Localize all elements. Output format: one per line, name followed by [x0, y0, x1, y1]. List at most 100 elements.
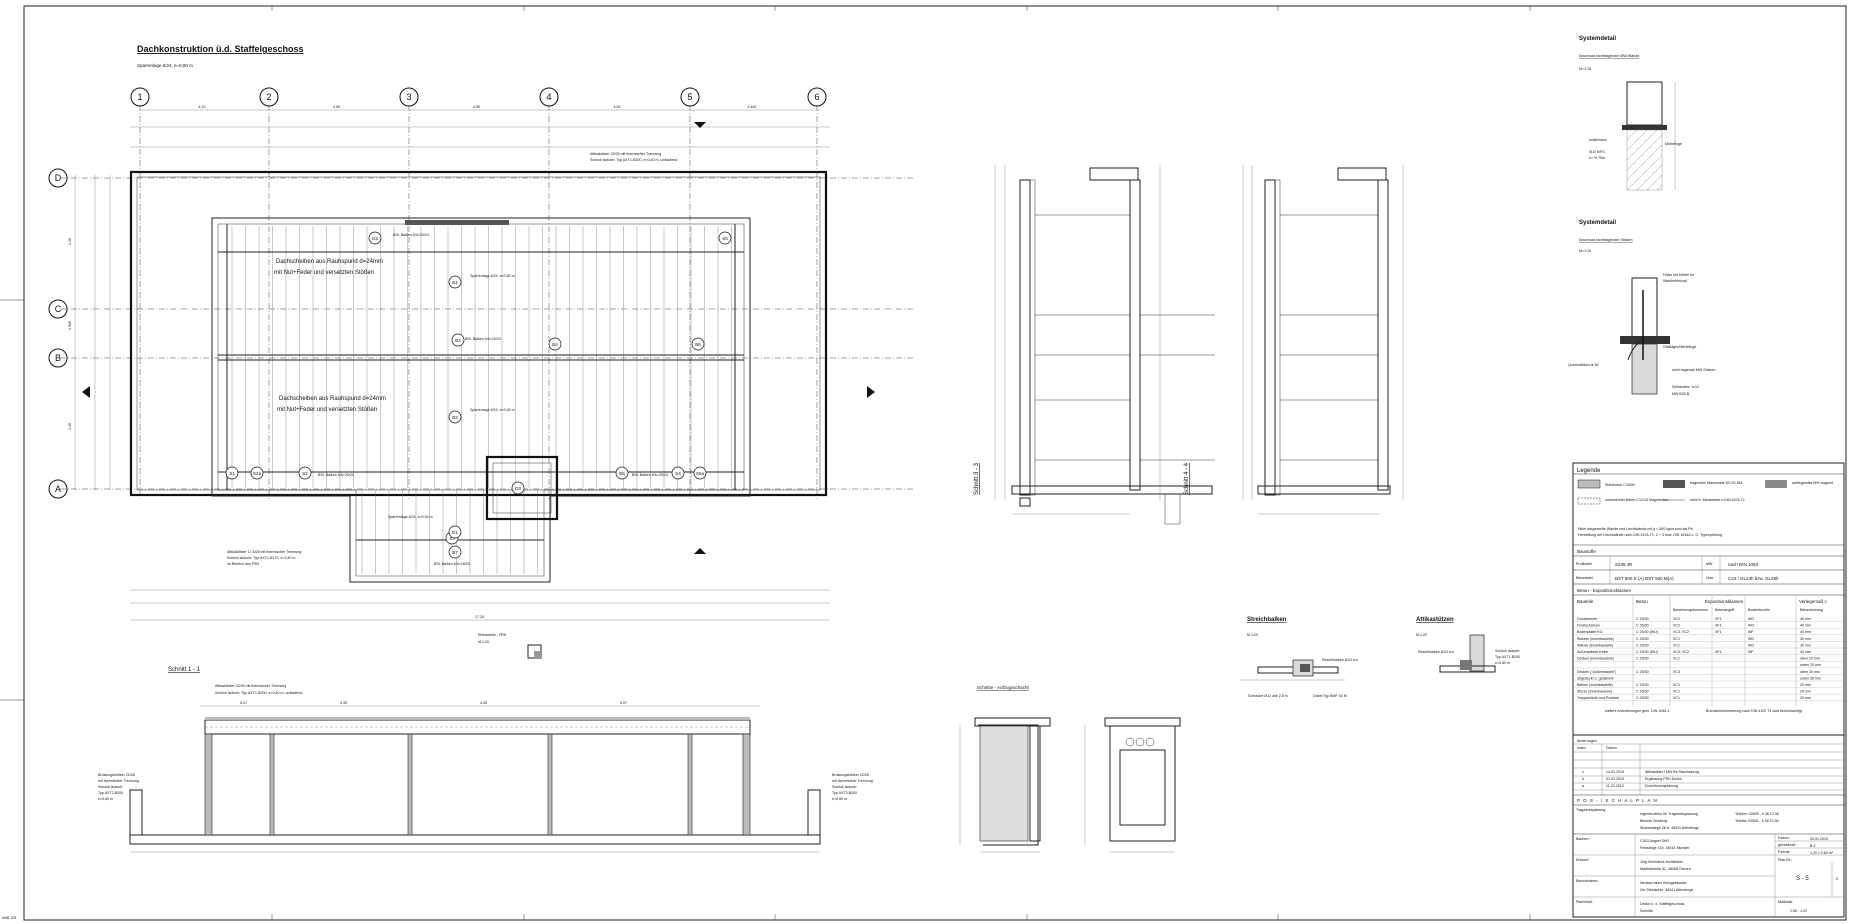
- expo-cell: 40 mm: [1800, 650, 1811, 654]
- expo-cell: Stützen (innenbauteile): [1577, 637, 1614, 641]
- balken-note-1: BSt. Balken b/h=20/24: [393, 233, 429, 237]
- detail2-note-5: nicht tragende MW-Stützen: [1672, 368, 1715, 372]
- sparren-note-c: Sparrenlage 6/24, e=0,50 m: [388, 515, 433, 519]
- dimension-lines-top: [130, 109, 830, 148]
- detail1-sub: Anschluss nichttragender MW-Wände: [1579, 54, 1639, 58]
- expo-cell: 30 mm: [1800, 637, 1811, 641]
- detail1-title: Systemdetail: [1579, 36, 1616, 42]
- position-label: D2: [372, 236, 378, 241]
- sheet-frame: [23, 5, 1847, 921]
- dim-left-3: 4.20: [68, 423, 72, 430]
- expo-cell: Balken (innenbauteile): [1577, 683, 1613, 687]
- position-marker: [718, 231, 732, 245]
- elevator-shaft-sections: Schnitte - Aufzugsschacht: [959, 685, 1181, 853]
- s1-left-label-5: e=0,80 m: [98, 797, 113, 801]
- section-4-title: Schnitt 4 - 4: [1184, 462, 1190, 495]
- sparren-note-a: Sparrenlage 6/24, e=0,80 m: [470, 274, 515, 278]
- s1-left-label-3: Schöck isokorb: [98, 785, 122, 789]
- detail2-note-3: Gleitlager/Mörtelfuge: [1663, 345, 1696, 349]
- tb-bauherr-2: Feldstiege 104, 48161 Münster: [1640, 846, 1690, 850]
- mw-value: nach DIN 1053: [1728, 562, 1759, 567]
- rev-index: c: [1582, 770, 1584, 774]
- rev-index: b: [1582, 777, 1584, 781]
- elevator-shaft-inner: [492, 462, 552, 514]
- position-label: B1: [452, 280, 458, 285]
- detail1-scale: M=1:10: [1579, 67, 1591, 71]
- expo-head-1: Bauteile: [1577, 599, 1594, 604]
- dim-text: 4.50: [333, 105, 340, 109]
- expo-cell: WO: [1748, 617, 1754, 621]
- axis-label: 6: [814, 92, 819, 102]
- profilstahl-value: S235 JR: [1615, 562, 1633, 567]
- section-4-4: Schnitt 4 - 4: [1184, 165, 1404, 515]
- expo-cell: unten 30 mm: [1800, 676, 1821, 680]
- corner-label: ANB 105: [2, 916, 16, 920]
- axis-label: D: [55, 173, 62, 183]
- s1-left-label-4: Typ AXT2-B200: [98, 791, 123, 795]
- expo-cell: C 25/30: [1636, 637, 1649, 641]
- position-marker: [671, 466, 685, 480]
- expo-cell: XC1: [1673, 683, 1680, 687]
- rev-date: 11.02.2019: [1606, 784, 1624, 788]
- tb-content-1: Decke ü. d. Staffelgeschoss: [1640, 902, 1685, 906]
- expo-cell: XC3: [1673, 670, 1680, 674]
- expo-cell: XC1: [1673, 643, 1680, 647]
- dim-text: 4.50: [473, 105, 480, 109]
- attika-title: Attikastützen: [1416, 617, 1454, 623]
- position-label: S2: [302, 471, 308, 476]
- rev-head-date: Datum: [1606, 746, 1617, 750]
- expo-cell: WF: [1748, 650, 1754, 654]
- expo-cell: XC2: [1673, 624, 1680, 628]
- rev-date: 14.03.2019: [1606, 770, 1624, 774]
- position-marker: [693, 466, 707, 480]
- expo-cell: C 25/30 (WU): [1636, 650, 1658, 654]
- section-1-title: Schnitt 1 - 1: [168, 667, 201, 673]
- plan-title: Dachkonstruktion ü.d. Staffelgeschoss: [137, 44, 304, 54]
- tb-office-2: Beumis Zelsberg: [1640, 819, 1667, 823]
- expo-cell: WO: [1748, 643, 1754, 647]
- expo-head-4: Verlegemaß c: [1799, 599, 1828, 604]
- position-label: S4: [675, 471, 681, 476]
- rev-head-index: Index: [1577, 746, 1586, 750]
- expo-head-2: Beton: [1636, 599, 1648, 604]
- elevator-shaft: [485, 455, 559, 521]
- balken-note-3: BSt. Balken b/h=20/24: [318, 473, 354, 477]
- main-plan: Dachkonstruktion ü.d. Staffelgeschoss Sp…: [48, 44, 915, 659]
- position-marker: [548, 337, 562, 351]
- position-label: B6: [695, 342, 701, 347]
- expo-cell: unten 20 mm: [1800, 663, 1821, 667]
- position-label: B7: [452, 550, 458, 555]
- tb-arch-2: Martinistraße 51, 48268 Greven: [1640, 867, 1691, 871]
- sparren-note-b: Sparrenlage 6/24, e=0,40 m: [470, 408, 515, 412]
- expo-foot-2: Brandschutzforderung nach DIN 4102 T4 wi…: [1706, 709, 1802, 713]
- position-marker: [511, 481, 525, 495]
- expo-cell: C 25/30: [1636, 670, 1649, 674]
- position-marker: [451, 333, 465, 347]
- expo-cell: XC3, XC2: [1673, 650, 1689, 654]
- section-3-3: Schnitt 3 - 3: [974, 165, 1215, 525]
- attika-scale: M 1:20: [1416, 633, 1427, 637]
- position-label: B3: [452, 415, 458, 420]
- tb-project-label: Bauvorhaben:: [1576, 879, 1598, 883]
- dim-text: 4.10: [199, 105, 206, 109]
- position-marker: [298, 466, 312, 480]
- note-lower-1: Dachscheiben aus Rauhspund d=24mm: [279, 396, 386, 402]
- rev-text: Ergänzung FRH Decke: [1645, 777, 1682, 781]
- tb-datum-label: Datum:: [1778, 836, 1790, 840]
- holz-value: C24 / GL24h bzw. GL28h: [1728, 576, 1779, 581]
- axis-label: 1: [137, 92, 142, 102]
- opening-hatch-1: [405, 220, 509, 225]
- position-label: S2a: [253, 471, 262, 476]
- axis-label: 3: [406, 92, 411, 102]
- tb-arch-label: Entwurf:: [1576, 858, 1589, 862]
- position-label: D3: [515, 486, 521, 491]
- position-marker: [448, 410, 462, 424]
- expo-cell: 20 mm: [1800, 690, 1811, 694]
- streichbalken-detail: Streichbalken M 1:20 Streichbalken 8/24 …: [1240, 617, 1358, 698]
- tb-gez-label: gezeichnet:: [1778, 843, 1796, 847]
- tb-index: c: [1836, 876, 1839, 881]
- profilstahl-label: Profilstahl: [1576, 562, 1592, 566]
- expo-cell: Wände (innenbauteile): [1577, 643, 1613, 647]
- expo-cell: Fundamente: [1577, 617, 1597, 621]
